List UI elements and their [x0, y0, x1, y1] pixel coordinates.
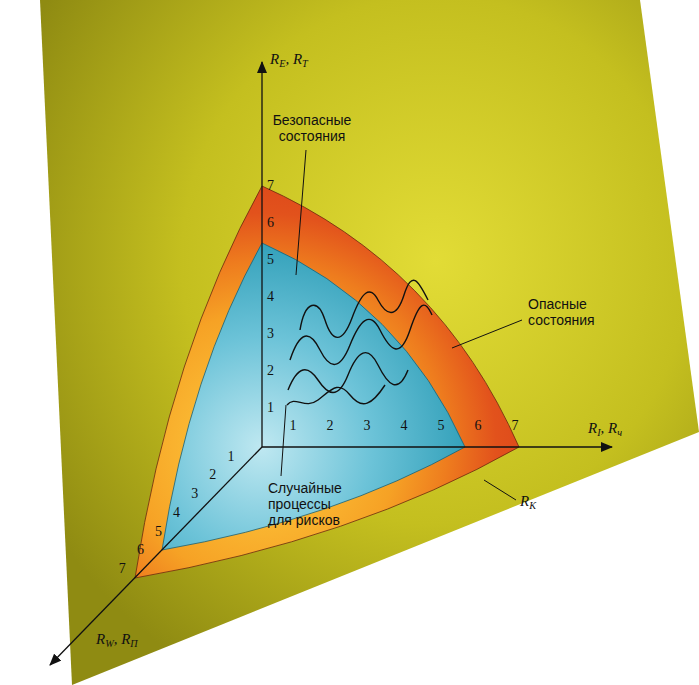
axis-label: RK — [520, 492, 536, 515]
callout-label: Случайные процессы для рисков — [268, 480, 352, 528]
axis-line — [262, 446, 612, 447]
tick-number: 6 — [267, 215, 274, 231]
random-process-line — [290, 305, 432, 364]
leader-line — [281, 405, 286, 476]
axis-line — [261, 62, 262, 447]
axis-line — [50, 447, 262, 665]
tick-number: 2 — [267, 363, 274, 379]
tick-number: 5 — [267, 252, 274, 268]
tick-number: 5 — [155, 524, 162, 540]
axes — [50, 62, 612, 665]
tick-number: 5 — [438, 418, 445, 434]
leader-line — [296, 150, 306, 275]
tick-number: 6 — [475, 418, 482, 434]
tick-number: 3 — [364, 418, 371, 434]
tick-number: 7 — [267, 178, 274, 194]
tick-number: 1 — [227, 449, 234, 465]
random-process-line — [287, 385, 385, 405]
background-triangle — [40, 0, 699, 685]
random-process-line — [300, 280, 428, 337]
region-label: Опасные состояния — [528, 296, 618, 328]
axis-label: RI, Rч — [588, 419, 622, 442]
axis-label: RW, RП — [96, 630, 138, 653]
random-process-line — [288, 353, 408, 393]
tick-number: 4 — [401, 418, 408, 434]
random-processes — [287, 280, 432, 405]
region-label: Безопасные состояния — [264, 112, 360, 144]
leader-lines — [281, 150, 522, 500]
leader-line — [484, 480, 516, 500]
tick-number: 6 — [137, 542, 144, 558]
tick-number: 3 — [267, 326, 274, 342]
tick-number: 1 — [267, 400, 274, 416]
tick-number: 2 — [209, 467, 216, 483]
tick-number: 4 — [267, 289, 274, 305]
axis-label: RE, RT — [270, 50, 308, 73]
tick-number: 4 — [173, 505, 180, 521]
leader-line — [452, 320, 522, 348]
tick-number: 7 — [119, 561, 126, 577]
tick-number: 7 — [512, 418, 519, 434]
tick-number: 2 — [327, 418, 334, 434]
tick-number: 3 — [191, 486, 198, 502]
tick-number: 1 — [290, 418, 297, 434]
